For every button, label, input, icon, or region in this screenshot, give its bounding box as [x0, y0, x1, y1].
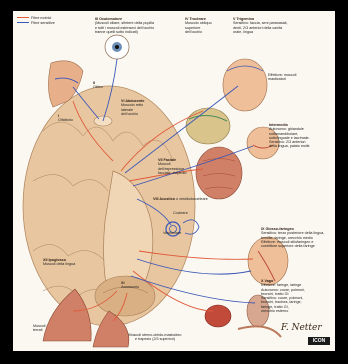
label-oculomotor: III Oculomotore(Muscoli ciliare, sfinter…: [95, 17, 173, 34]
brain-illustration: [23, 86, 195, 326]
sensory-label: Fibre sensitive: [31, 21, 55, 25]
label-cervical-muscles: Muscoli terrati: [33, 324, 63, 333]
label-vestibulocochlear: VIII Acustico o vestibolocoeleare: [153, 197, 253, 201]
label-trigeminal-motor: Effettore: muscoli masticatori: [268, 73, 316, 82]
sensory-swatch: [17, 22, 29, 23]
publisher-logo: ICON: [308, 337, 330, 345]
eye-illustration: [105, 35, 129, 59]
legend: Fibre motrici Fibre sensitive: [17, 15, 87, 25]
motor-swatch: [17, 17, 29, 18]
label-vestibular: Vestibolare: [163, 231, 181, 235]
label-accessory-muscles: Muscoli sterno-cleido-mastoideo e trapez…: [95, 333, 215, 342]
legend-sensory: Fibre sensitive: [17, 20, 87, 25]
motor-label: Fibre motrici: [31, 16, 51, 20]
label-cochlear: Cocleare: [173, 211, 188, 215]
artist-signature: F. Netter: [281, 323, 322, 333]
facial-muscles-illustration: [196, 147, 242, 199]
